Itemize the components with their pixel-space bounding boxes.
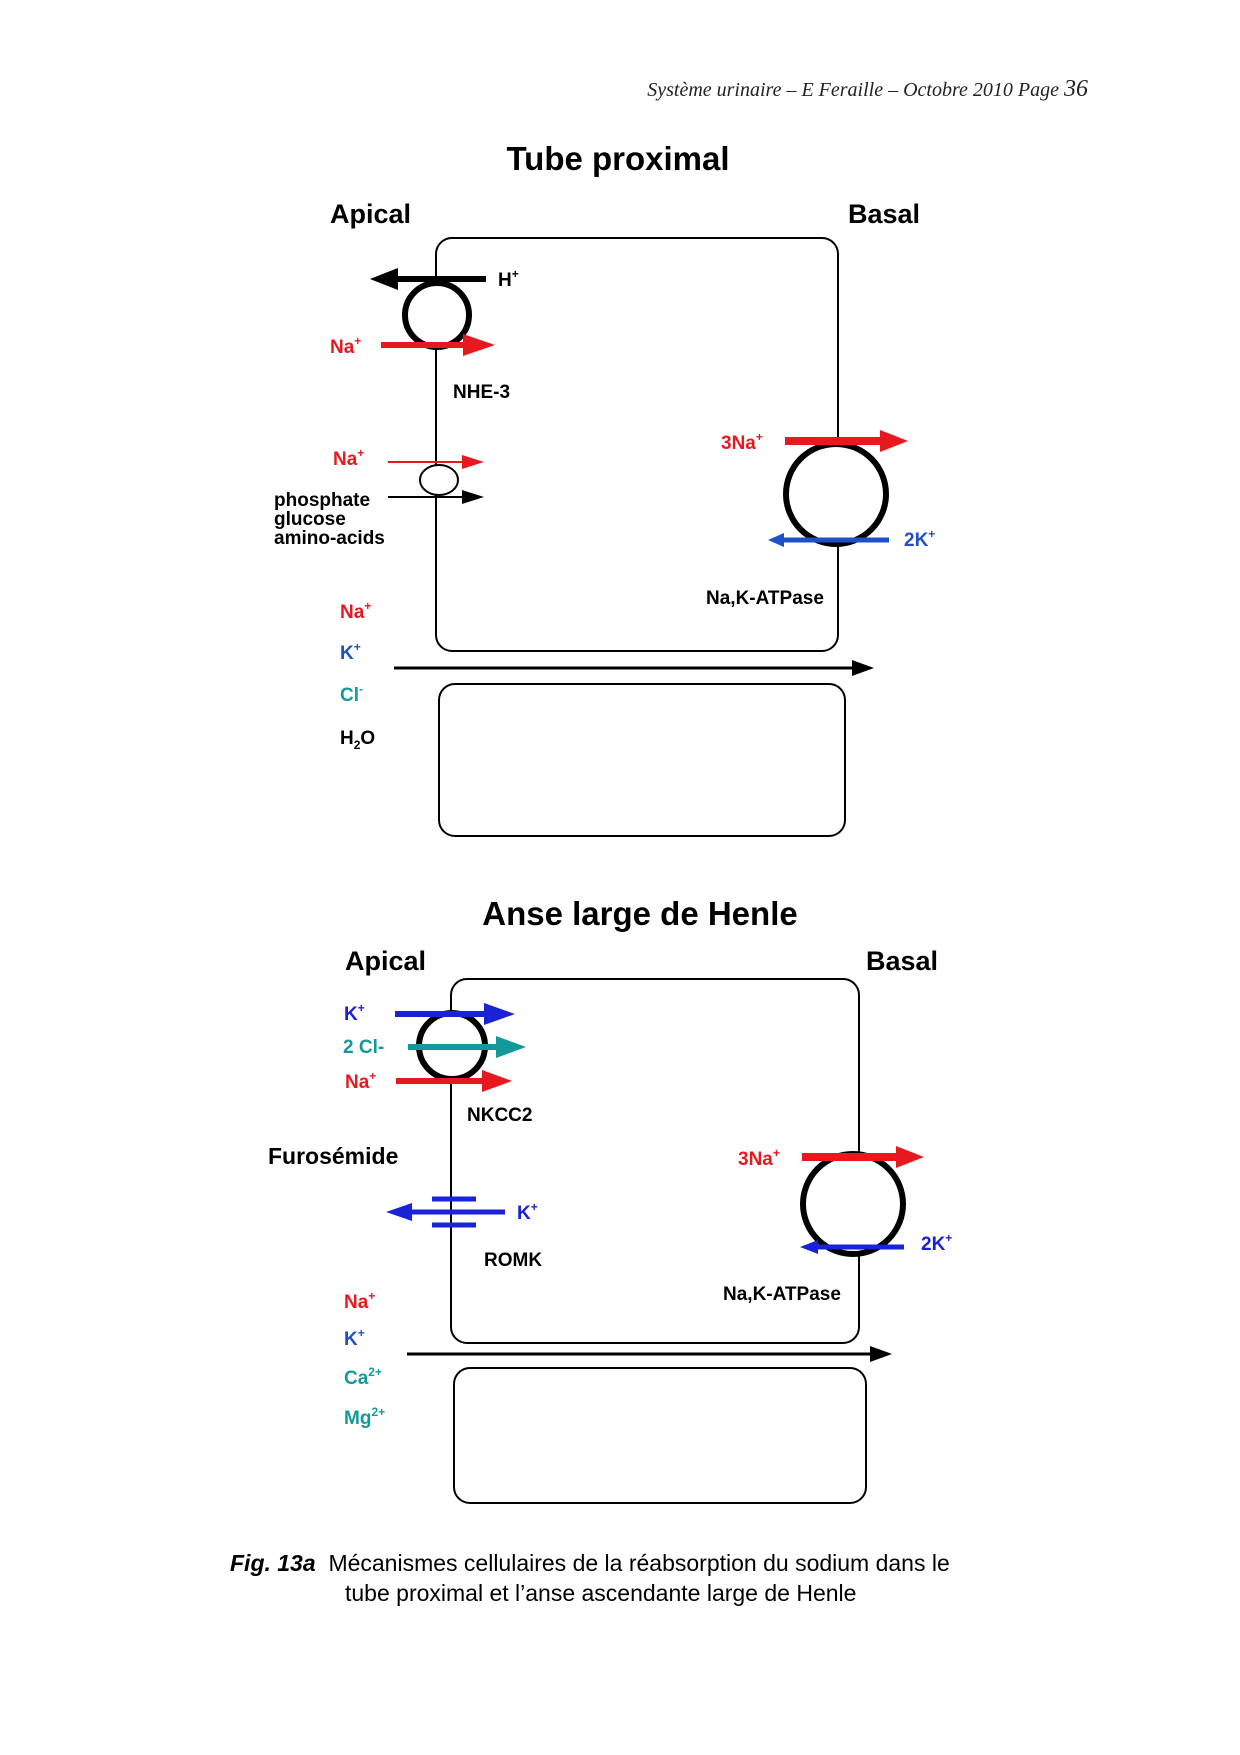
para2-na-label: Na+ — [344, 1289, 375, 1313]
cotransporter — [419, 464, 459, 496]
nkcc2-cotransporter — [395, 1003, 526, 1092]
diagram1-title: Tube proximal — [506, 140, 729, 177]
caption-line-2: tube proximal et l’anse ascendante large… — [345, 1580, 857, 1606]
para-h2o-label: H2O — [340, 728, 375, 752]
nkcc-na-label: Na+ — [345, 1069, 376, 1093]
cell-2 — [438, 683, 846, 837]
cotransport-na-head — [462, 455, 484, 469]
atpase-pump — [783, 441, 889, 547]
atpase-pump-2 — [800, 1151, 906, 1257]
page-number: 36 — [1064, 76, 1088, 102]
nkcc2-label: NKCC2 — [467, 1105, 532, 1126]
pump-na-label: 3Na+ — [721, 430, 763, 454]
pump2-na-label: 3Na+ — [738, 1146, 780, 1170]
diagram1-basal-label: Basal — [848, 199, 920, 229]
diagram2-basal-label: Basal — [866, 946, 938, 976]
diagram2-title: Anse large de Henle — [482, 895, 797, 932]
cl-arrow-head — [496, 1036, 526, 1058]
k-arrow-head — [484, 1003, 515, 1025]
cell-4 — [453, 1367, 867, 1504]
running-head-text: Système urinaire – E Feraille – Octobre … — [647, 79, 1059, 101]
para2-k-label: K+ — [344, 1326, 365, 1350]
h-label: H+ — [498, 267, 519, 291]
romk-k-head — [386, 1203, 412, 1221]
na-k-atpase-1 — [768, 430, 908, 547]
para-na-label: Na+ — [340, 599, 371, 623]
diagram1-apical-label: Apical — [330, 199, 411, 229]
pump2-k-label: 2K+ — [921, 1231, 952, 1255]
pump-k-label: 2K+ — [904, 527, 935, 551]
para-cl-label: Cl- — [340, 682, 363, 706]
figure-caption: Fig. 13a Mécanismes cellulaires de la ré… — [230, 1548, 950, 1608]
nkcc-k-label: K+ — [344, 1001, 365, 1025]
nhe3-label: NHE-3 — [453, 382, 510, 403]
paracellular-arrow-2-head — [870, 1346, 892, 1362]
caption-text-1: Mécanismes cellulaires de la réabsorptio… — [328, 1550, 950, 1576]
nhe3-exchanger — [370, 268, 495, 356]
para-k-label: K+ — [340, 640, 361, 664]
na-cotransporter — [388, 455, 484, 504]
diagram-tube-proximal: Tube proximal Apical Basal H+ Na+ NHE-3 … — [274, 140, 935, 837]
substrate-amino-acids: amino-acids — [274, 528, 385, 549]
nhe3-transporter — [402, 280, 472, 350]
diagram2-apical-label: Apical — [345, 946, 426, 976]
romk-k-label: K+ — [517, 1200, 538, 1224]
furosemide-label: Furosémide — [268, 1143, 398, 1169]
na-k-atpase-2 — [800, 1146, 924, 1257]
running-header: Système urinaire – E Feraille – Octobre … — [647, 76, 1088, 103]
na-arrow-head — [463, 334, 495, 356]
pump2-na-head — [896, 1146, 924, 1168]
romk-channel — [386, 1196, 505, 1228]
substrate-glucose: glucose — [274, 509, 346, 530]
pump2-k-head — [800, 1240, 818, 1254]
substrate-phosphate: phosphate — [274, 490, 370, 511]
na-cotransport-label: Na+ — [333, 446, 364, 470]
romk-label: ROMK — [484, 1250, 542, 1271]
pump2-name-label: Na,K-ATPase — [723, 1284, 841, 1305]
na-label: Na+ — [330, 334, 361, 358]
caption-line-1: Fig. 13a Mécanismes cellulaires de la ré… — [230, 1548, 950, 1578]
cotransport-substrate-head — [462, 490, 484, 504]
caption-fig-number: Fig. 13a — [230, 1550, 316, 1576]
pump-k-head — [768, 533, 784, 547]
diagram-anse-henle: Anse large de Henle Apical Basal K+ 2 Cl… — [268, 895, 952, 1504]
paracellular-arrow-head — [852, 660, 874, 676]
nkcc-cl-label: 2 Cl- — [343, 1037, 384, 1058]
pump-na-head — [880, 430, 908, 452]
pump-name-label: Na,K-ATPase — [706, 588, 824, 609]
na-arrow-head-2 — [482, 1070, 512, 1092]
para2-ca-label: Ca2+ — [344, 1365, 382, 1389]
para2-mg-label: Mg2+ — [344, 1405, 385, 1429]
h-arrow-head — [370, 268, 398, 290]
